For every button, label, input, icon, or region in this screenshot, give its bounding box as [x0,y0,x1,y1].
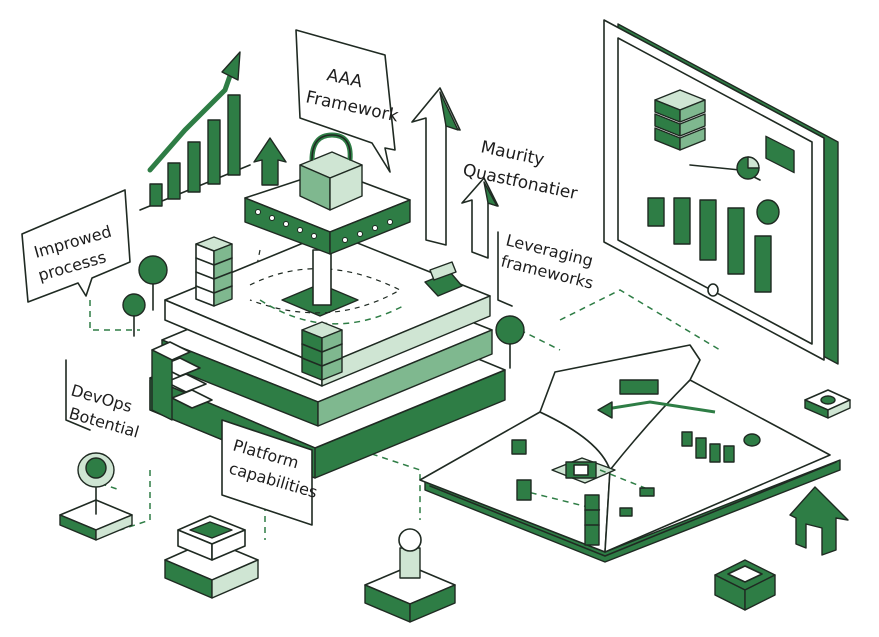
server-stack-left-icon [195,236,233,307]
open-book [419,344,841,563]
lock-icon [299,132,363,211]
growth-bar-chart-icon [139,51,251,211]
platform-capabilities-callout: Platform capabilities [221,419,320,526]
upward-arrows-icon [411,87,499,259]
tree-icon [122,255,525,369]
home-button-icon [707,283,719,297]
green-cube-icon [714,559,776,611]
chip-block-icon [164,515,259,599]
improved-processes-callout: Improwed processs [21,189,131,303]
up-arrow-icon [253,137,287,186]
cube-icon [804,389,851,419]
central-platform [122,132,525,479]
tools-icon [424,261,463,297]
idea-pedestal-icon [364,528,456,623]
leveraging-frameworks-callout: Leveraging frameworks [497,230,595,307]
up-arrow-house-icon [789,486,849,556]
dashboard-tablet [603,19,839,365]
devops-potential-callout: DevOps Botential [65,359,141,442]
server-stack-icon [654,89,706,151]
server-stack-center-icon [301,321,343,381]
aaa-framework-callout: AAA Framework [295,29,400,173]
location-pin-icon [59,452,133,541]
stairs [151,341,213,421]
